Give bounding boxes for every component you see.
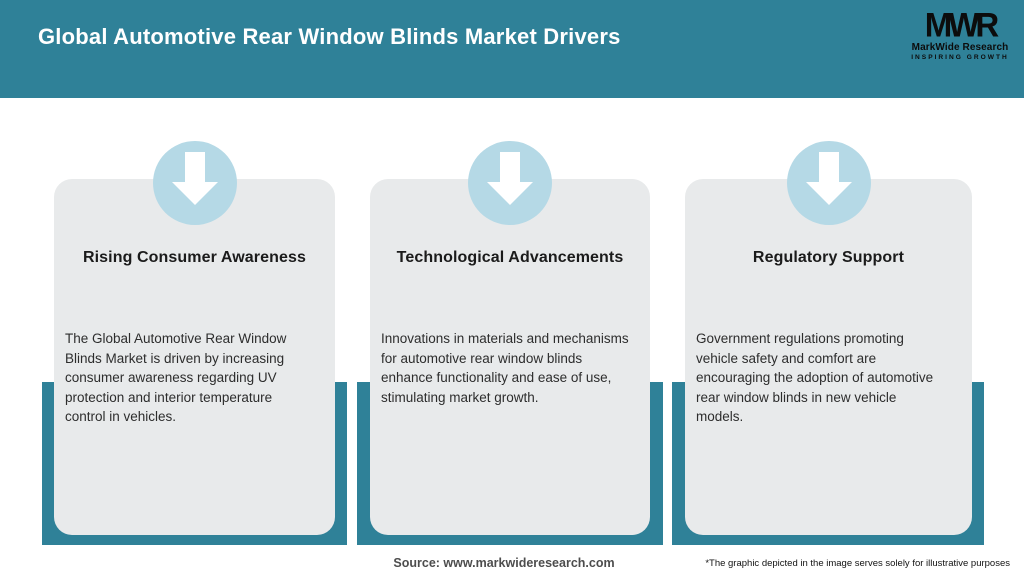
arrow-badge	[786, 141, 871, 225]
card-title: Technological Advancements	[396, 249, 624, 266]
card-title: Rising Consumer Awareness	[82, 249, 306, 266]
driver-card-regulatory-support: Regulatory Support Government regulation…	[685, 141, 972, 535]
card-body: Government regulations promoting vehicle…	[696, 331, 934, 424]
driver-card-rising-consumer-awareness: Rising Consumer Awareness The Global Aut…	[54, 141, 335, 535]
driver-card-technological-advancements: Technological Advancements Innovations i…	[370, 141, 650, 535]
markwide-research-logo: MWR MarkWide Research INSPIRING GROWTH	[908, 5, 1012, 62]
disclaimer-text: *The graphic depicted in the image serve…	[705, 558, 1010, 569]
card-body: Innovations in materials and mechanisms …	[381, 331, 629, 405]
down-arrow-icon	[171, 152, 218, 205]
arrow-badge	[468, 141, 552, 225]
logo-name: MarkWide Research	[911, 42, 1009, 53]
down-arrow-icon	[805, 152, 852, 205]
card-title: Regulatory Support	[752, 249, 905, 266]
arrow-badge	[152, 141, 237, 225]
logo-acronym: MWR	[924, 5, 999, 44]
card-body: The Global Automotive Rear Window Blinds…	[65, 331, 287, 424]
header-band: Global Automotive Rear Window Blinds Mar…	[0, 0, 1024, 98]
logo-tagline: INSPIRING GROWTH	[911, 54, 1009, 61]
down-arrow-icon	[487, 152, 533, 205]
page-title: Global Automotive Rear Window Blinds Mar…	[38, 24, 621, 49]
source-text: Source: www.markwideresearch.com	[393, 556, 615, 570]
